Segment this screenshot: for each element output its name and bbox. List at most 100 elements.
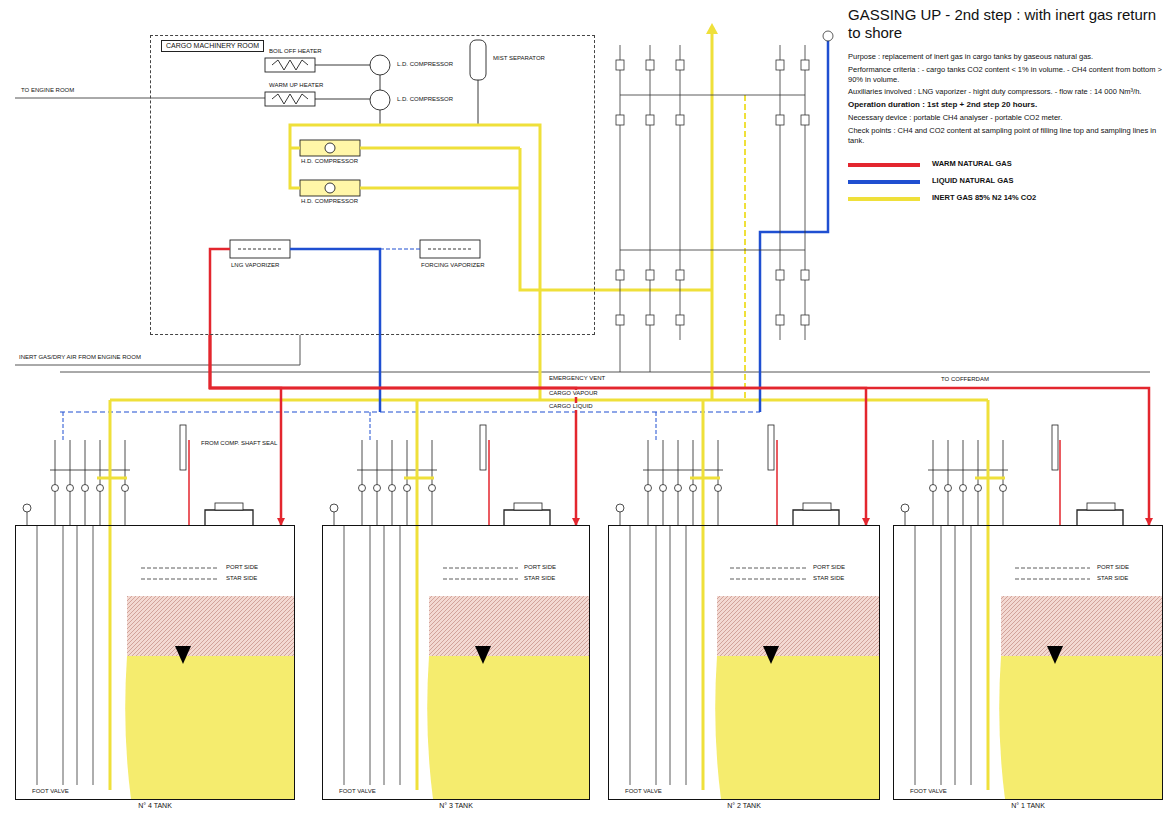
manifold-valves [646,315,654,325]
node-title: N° 3 TANK [437,802,475,810]
note-text: Check points : CH4 and CO2 content at sa… [848,126,1170,146]
manifold-valves [801,115,809,125]
machinery-equipment [325,183,335,193]
note-text: Operation duration : 1st step + 2nd step… [848,100,1170,110]
tank-top-fittings [715,485,722,492]
tank-top-fittings [82,485,89,492]
tank-top-fittings [1052,425,1058,470]
tank-top-fittings [480,425,486,470]
manifold-valves [646,60,654,70]
tank-internal-pipes [141,568,1090,579]
tank-top-fittings [675,485,682,492]
tank-top-fittings [330,504,338,512]
pipe-label: FOOT VALVE [909,788,948,795]
node-title: N° 4 TANK [136,802,174,810]
tank-contents [125,596,1162,799]
diagram-title: GASSING UP - 2nd step : with inert gas r… [848,6,1170,42]
process-lines [290,30,712,400]
tank-contents [763,646,779,664]
pipe-label: INERT GAS/DRY AIR FROM ENGINE ROOM [18,354,142,361]
pipe-label: LNG VAPORIZER [230,262,280,269]
tank-internal-pipes [630,525,686,785]
tank-top-fittings [334,440,437,525]
pipe-label: FORCING VAPORIZER [420,262,486,269]
notes-panel: Purpose : replacement of inert gas in ca… [848,52,1170,149]
manifold-valves [616,31,833,372]
manifold-valves [676,115,684,125]
manifold-valves [801,60,809,70]
manifold-valves [616,270,624,280]
legend-text: INERT GAS 85% N2 14% CO2 [932,193,1036,202]
tank-top-fittings [645,485,652,492]
header-pipes [110,400,988,790]
legend-text: WARM NATURAL GAS [932,159,1012,168]
tank-internal-pipes [915,525,971,785]
note-text: Purpose : replacement of inert gas in ca… [848,52,1170,62]
manifold-valves [676,315,684,325]
pipe-label: FOOT VALVE [624,788,663,795]
manifold-valves [801,270,809,280]
note-text: Performance criteria : - cargo tanks CO2… [848,65,1170,85]
pipe-label: STAR SIDE [1096,575,1129,582]
tank-internal-pipes [37,525,1090,785]
tank-contents [715,656,879,799]
tank-top-fittings [930,485,937,492]
pipe-label: PORT SIDE [523,564,557,571]
header-pipes [110,399,988,402]
tank-top-fittings [901,504,909,512]
tank-top-fittings [23,425,1123,525]
pipe-label: TO COFFERDAM [940,376,990,383]
tank-contents [1001,596,1162,656]
legend-swatch [848,197,920,201]
tank-top-fittings [389,485,396,492]
tank-top-fittings [67,485,74,492]
header-pipes [97,477,1005,480]
machinery-equipment [315,65,478,125]
process-lines [210,23,828,412]
pipe-label: CARGO LIQUID [548,403,594,410]
manifold-valves [616,115,624,125]
process-lines [760,40,828,412]
pipe-label: H.D. COMPRESSOR [300,198,359,205]
machinery-equipment [325,143,335,153]
manifold-valves [676,270,684,280]
pipe-connector [210,335,1149,525]
pipe-connector [210,335,281,525]
pipe-label: PORT SIDE [1096,564,1130,571]
process-lines [210,249,230,335]
tank-internal-pipes [730,568,807,579]
tank-contents [125,656,294,799]
manifold-valves [776,115,784,125]
tank-internal-pipes [443,568,518,579]
tank-contents [427,656,589,799]
header-pipes [63,412,656,440]
process-lines [380,249,420,250]
pipe-label: MIST SEPARATOR [492,55,546,62]
tank-contents [1047,646,1063,664]
pipe-label: BOIL OFF HEATER [268,48,323,55]
tank-top-fittings [27,440,130,525]
tank-top-fittings [404,485,411,492]
tank-top-fittings [945,485,952,492]
tank-top-fittings [768,425,774,470]
tank-top-fittings [620,440,723,525]
pipe-label: CARGO VAPOUR [548,390,599,397]
tank-contents [999,656,1162,799]
tank-top-fittings [793,510,839,525]
manifold-valves [801,315,809,325]
tank-top-fittings [215,503,243,510]
header-pipes [60,411,760,412]
manifold-valves [646,270,654,280]
header-pipes [15,335,300,365]
machinery-equipment [370,55,390,75]
tank-top-fittings [52,485,59,492]
pipe-label: FROM COMP. SHAFT SEAL [200,440,278,447]
pipe-connector [210,335,576,525]
pipe-label: FOOT VALVE [338,788,377,795]
manifold-valves [620,45,805,372]
tank-contents [475,646,491,664]
legend-row: WARM NATURAL GAS [848,157,1170,174]
machinery-room: CARGO MACHINERY ROOM [150,35,595,335]
tank-top-fittings [1087,503,1115,510]
